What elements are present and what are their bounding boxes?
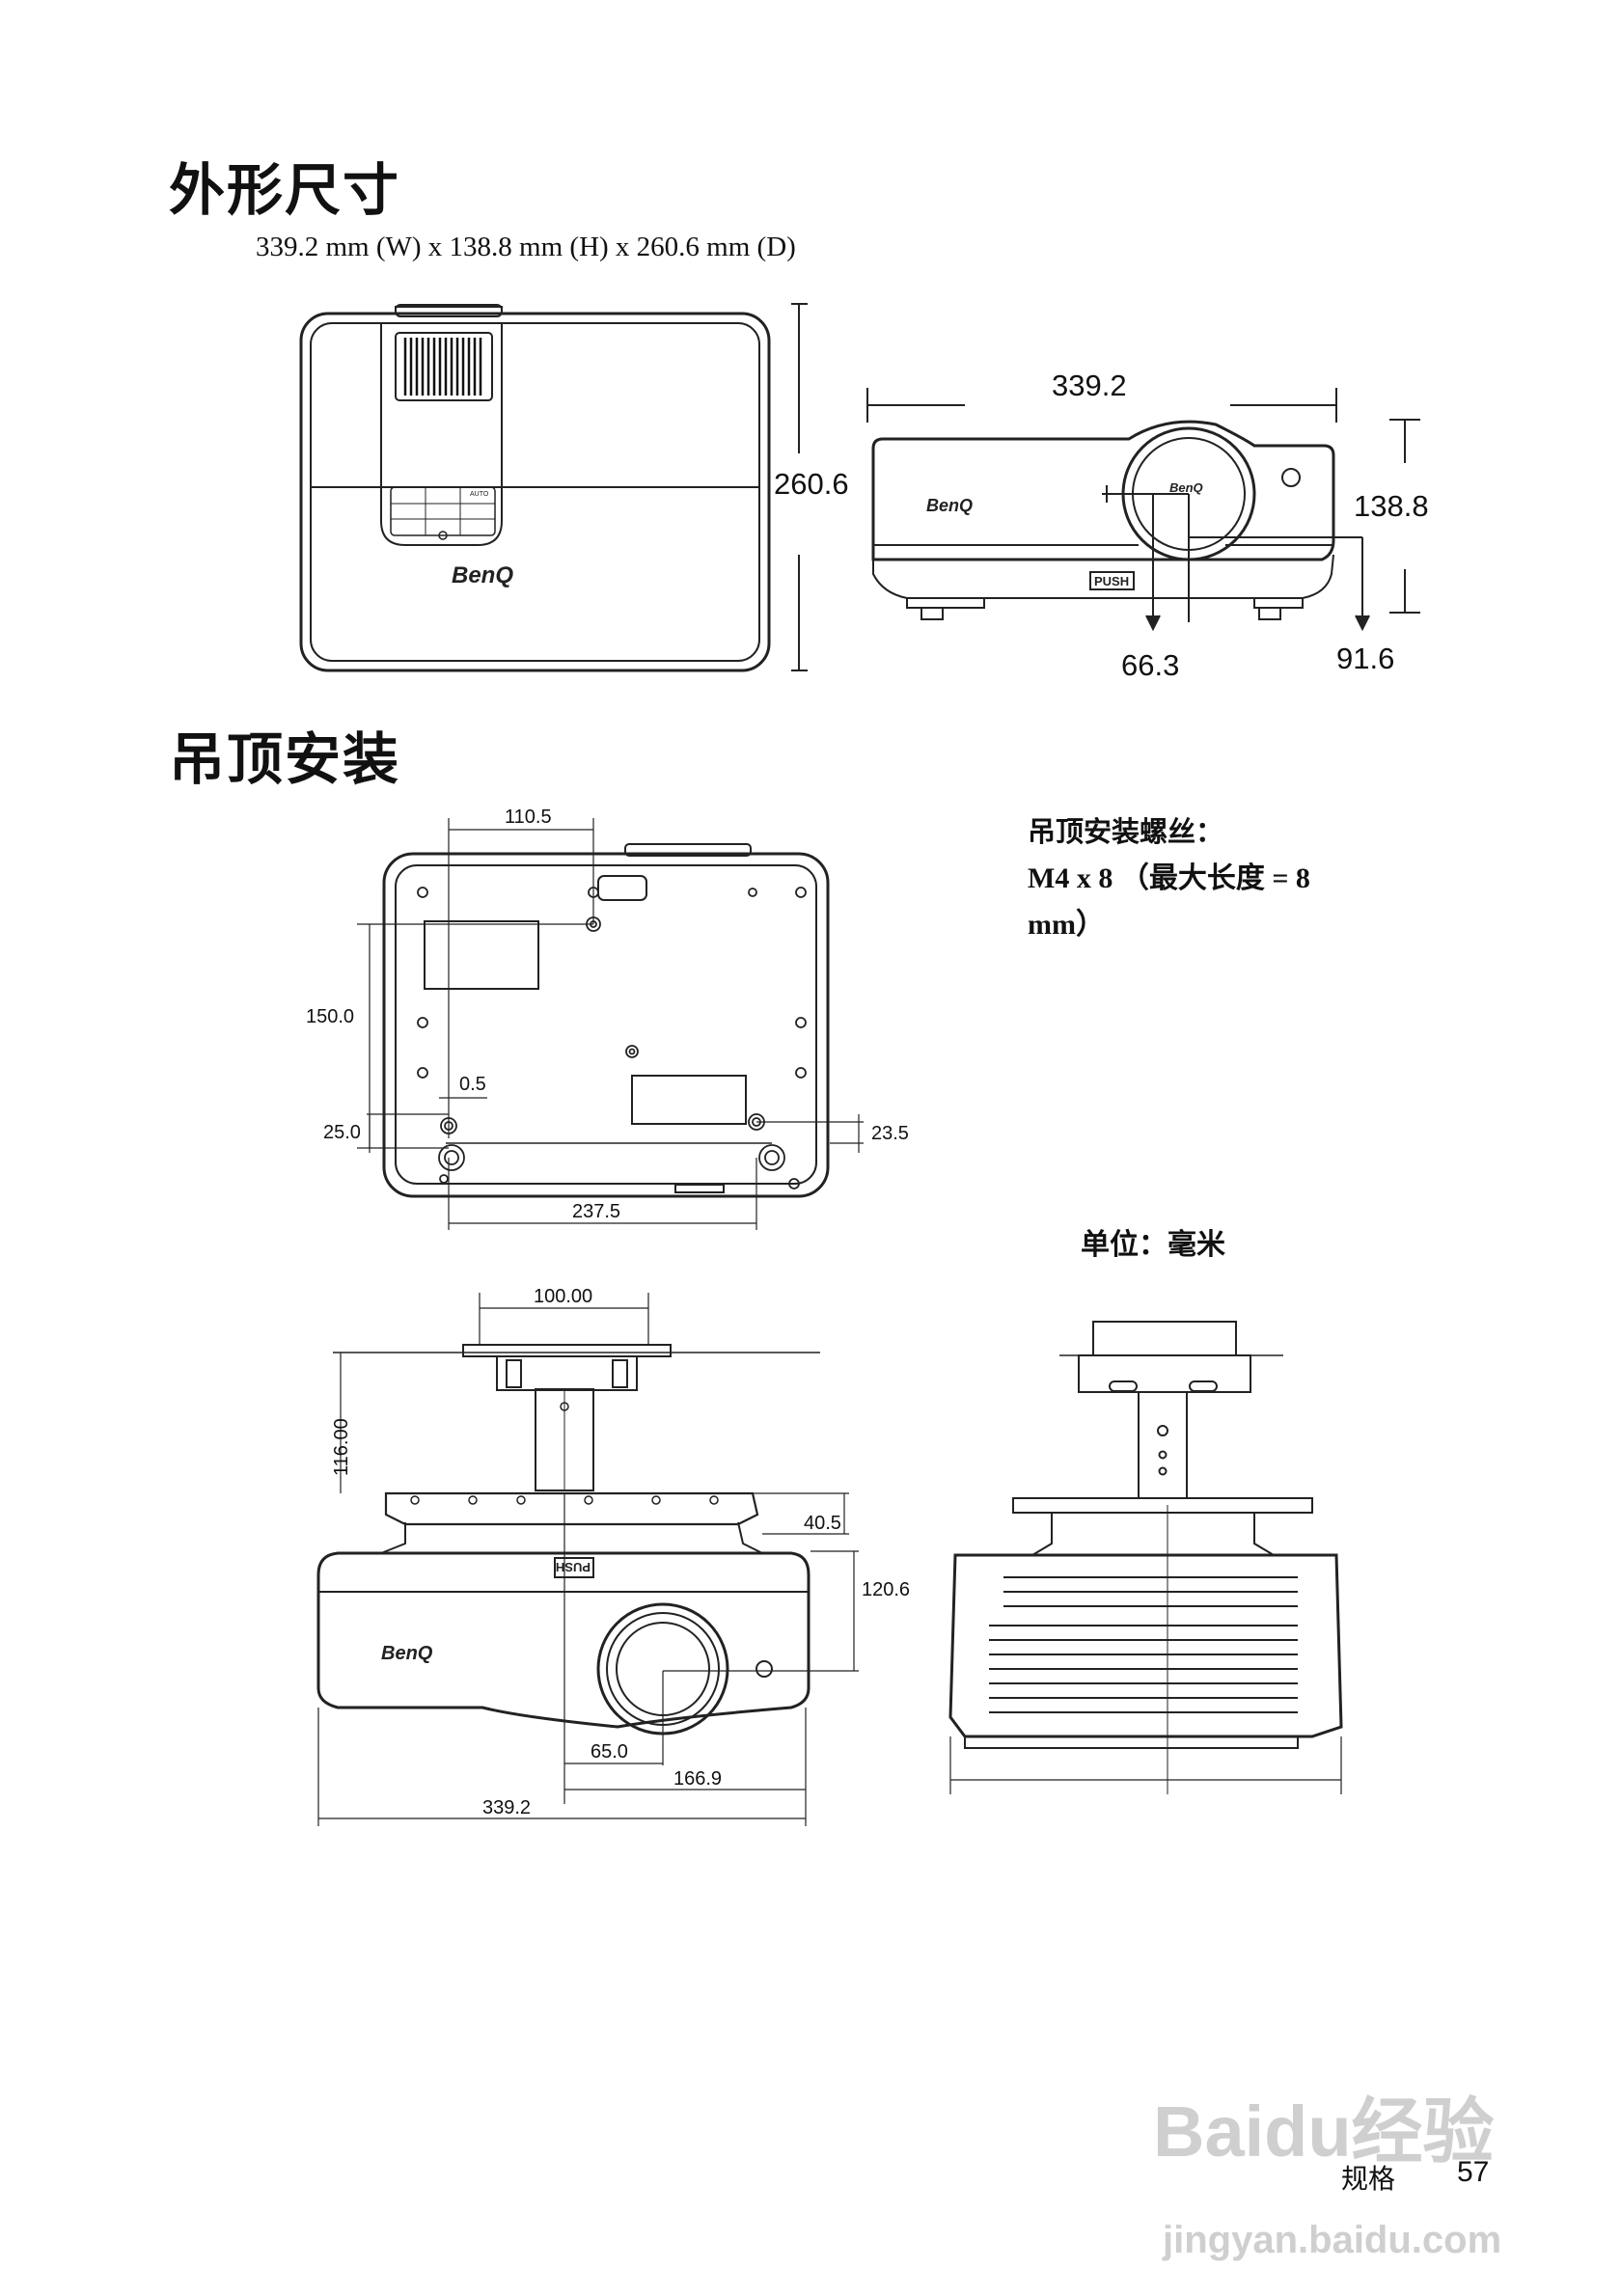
screw-spec-cont: mm）: [1028, 909, 1105, 941]
dim-65-0: 65.0: [591, 1741, 628, 1763]
mount-push: PUSH: [556, 1560, 591, 1574]
dim-120-6: 120.6: [862, 1579, 910, 1600]
top-view-auto-label: AUTO: [470, 491, 489, 498]
dim-110-5: 110.5: [505, 806, 552, 828]
front-view-brand: BenQ: [926, 496, 973, 515]
unit-label: 单位：毫米: [1081, 1228, 1225, 1262]
section-title-dimensions: 外形尺寸: [169, 157, 401, 223]
dim-116-00: 116.00: [331, 1418, 352, 1476]
dimensions-subtitle: 339.2 mm (W) x 138.8 mm (H) x 260.6 mm (…: [256, 232, 796, 262]
dim-237-5: 237.5: [572, 1201, 620, 1222]
svg-text:BenQ: BenQ: [1169, 480, 1203, 495]
top-view-brand: BenQ: [452, 562, 513, 588]
front-view-push: PUSH: [1094, 574, 1129, 588]
dim-150-0: 150.0: [306, 1006, 354, 1027]
watermark-brand: Baidu经验: [1153, 2091, 1495, 2172]
top-view-drawing: BenQ AUTO 260.6: [299, 303, 849, 672]
dim-23-5: 23.5: [871, 1123, 909, 1144]
screw-spec: M4 x 8 （最大长度 = 8: [1028, 862, 1310, 894]
dim-width-label: 339.2: [1052, 369, 1127, 402]
dim-339-2: 339.2: [482, 1797, 531, 1818]
section-title-ceiling-mount: 吊顶安装: [169, 726, 401, 792]
mount-front-drawing: 100.00 116.00 40.5 PUSH BenQ 120.6: [316, 1286, 910, 1826]
bottom-view-drawing: 110.5 150.0 0.5 25.0 23.5 237.5: [306, 806, 909, 1230]
footer-section-name: 规格: [1341, 2163, 1396, 2195]
dim-0-5: 0.5: [459, 1074, 486, 1095]
page-number: 57: [1457, 2156, 1490, 2188]
dim-depth-label: 260.6: [774, 467, 849, 501]
dim-100-00: 100.00: [534, 1286, 592, 1307]
screw-label: 吊顶安装螺丝：: [1028, 815, 1224, 848]
dim-lens-offset-label: 66.3: [1121, 648, 1179, 682]
watermark-url: jingyan.baidu.com: [1163, 2219, 1502, 2261]
dim-166-9: 166.9: [673, 1768, 722, 1790]
dim-height-label: 138.8: [1354, 489, 1429, 523]
mount-brand: BenQ: [381, 1643, 433, 1664]
dim-foot-offset-label: 91.6: [1336, 642, 1394, 675]
dim-40-5: 40.5: [804, 1513, 841, 1534]
front-view-drawing: 339.2 BenQ BenQ PUSH 66.3 91.6 138.8: [866, 369, 1429, 682]
dim-25-0: 25.0: [323, 1122, 361, 1143]
mount-side-drawing: [948, 1321, 1343, 1794]
